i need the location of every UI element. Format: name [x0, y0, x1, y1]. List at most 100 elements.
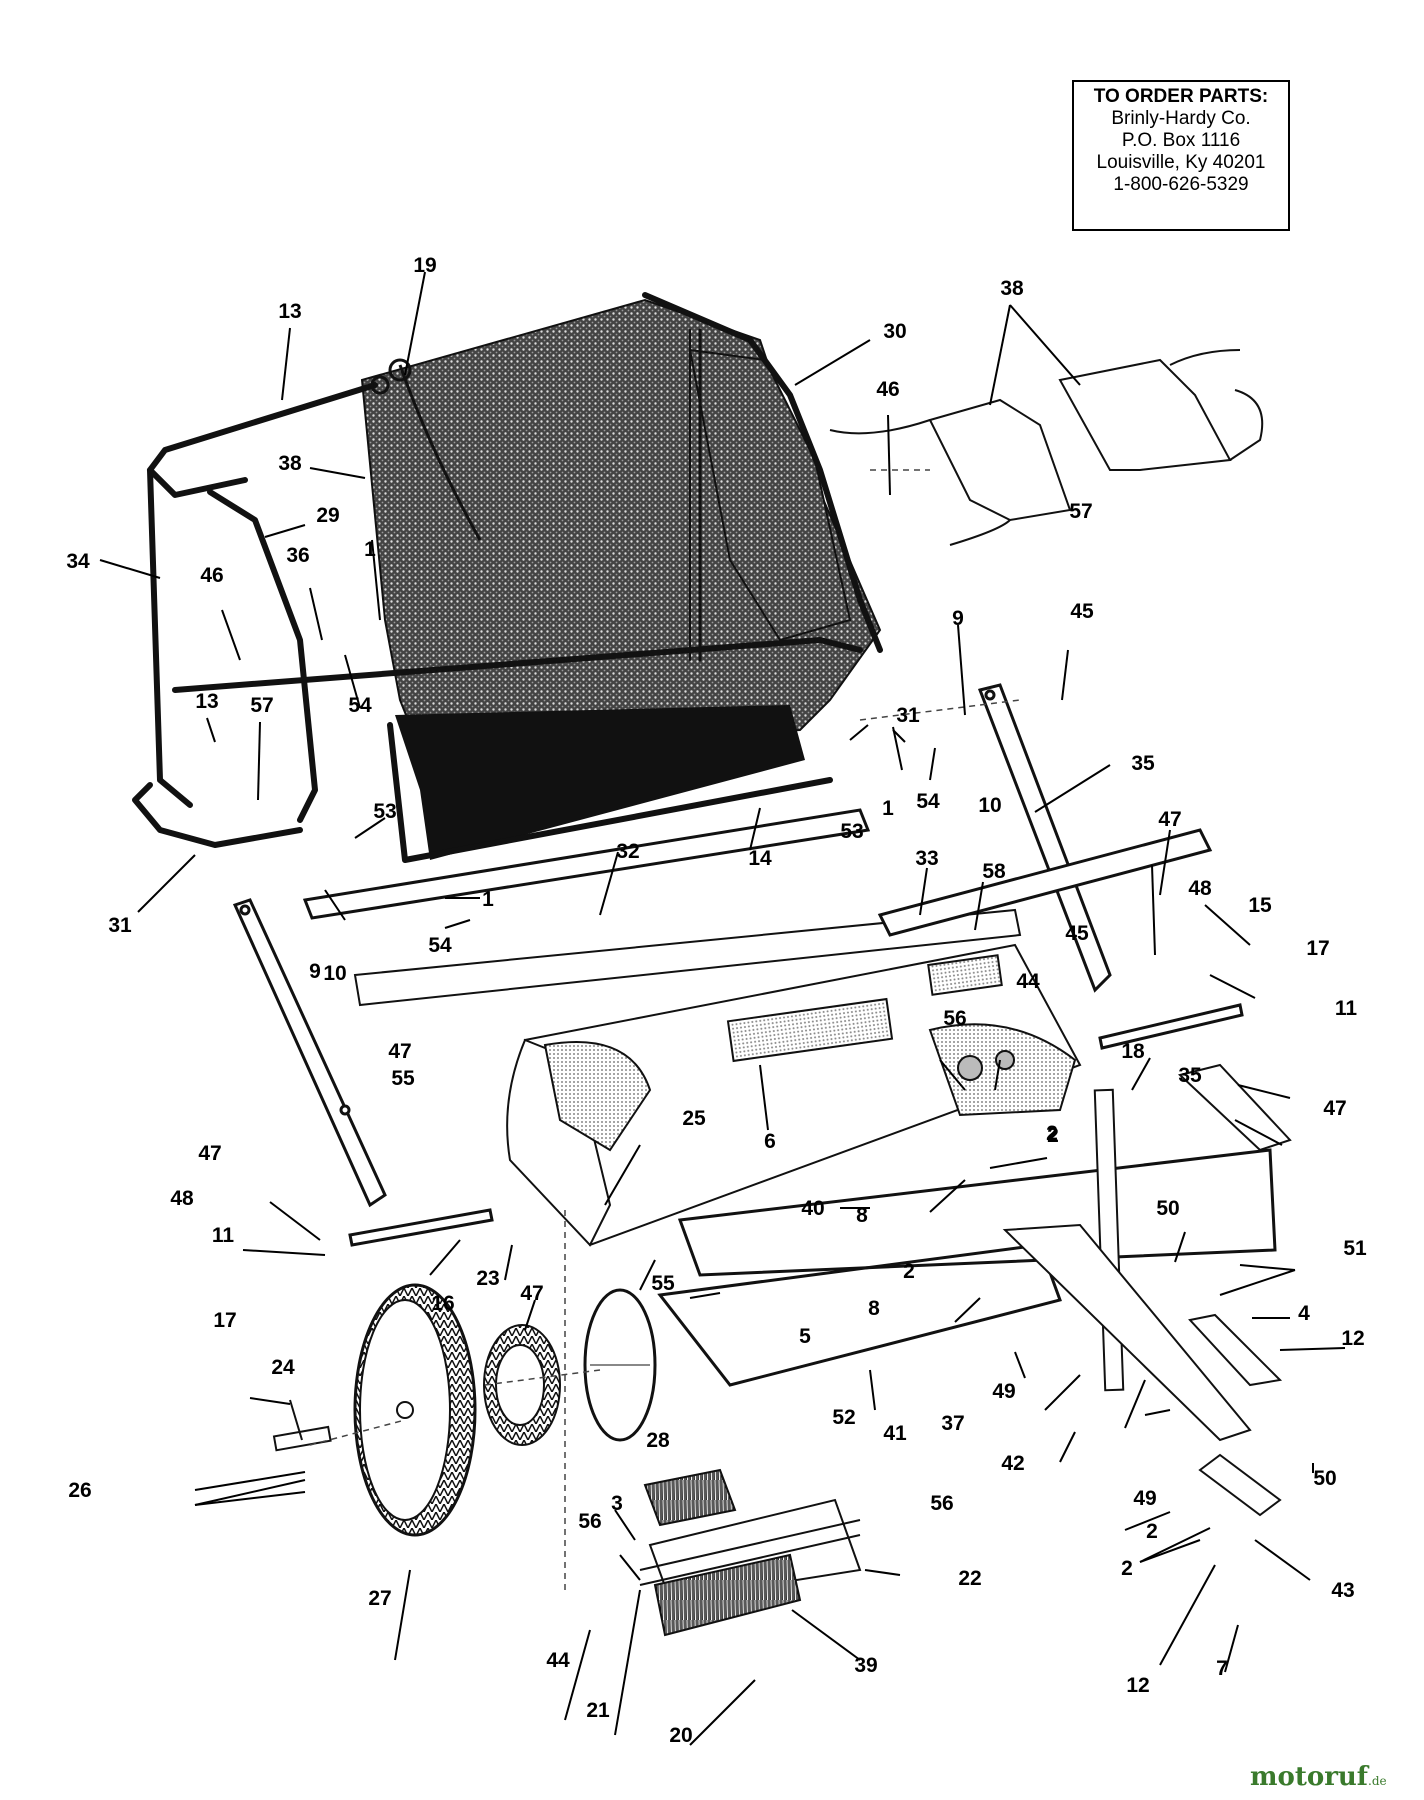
part-label-30: 30 — [883, 320, 906, 343]
part-label-16: 16 — [431, 1292, 454, 1315]
part-label-24: 24 — [271, 1356, 295, 1379]
part-label-40: 40 — [801, 1197, 824, 1220]
part-label-56: 56 — [930, 1492, 953, 1515]
axle-24 — [272, 1399, 332, 1452]
part-label-7: 7 — [1216, 1657, 1228, 1680]
part-label-57: 57 — [1069, 500, 1092, 523]
part-label-53: 53 — [840, 820, 863, 843]
part-label-52: 52 — [832, 1406, 855, 1429]
bag-panel-38 — [829, 349, 1264, 546]
part-label-58: 58 — [982, 860, 1006, 883]
pinion-28 — [583, 1288, 657, 1442]
part-label-19: 19 — [413, 254, 436, 277]
part-label-17: 17 — [1306, 937, 1329, 960]
part-label-50: 50 — [1156, 1197, 1179, 1220]
part-label-10: 10 — [323, 962, 346, 985]
part-label-29: 29 — [316, 504, 339, 527]
part-label-22: 22 — [958, 1567, 981, 1590]
part-label-47: 47 — [388, 1040, 411, 1063]
hopper-body — [353, 908, 1082, 1247]
part-label-47: 47 — [1323, 1097, 1346, 1120]
part-label-13: 13 — [278, 300, 301, 323]
part-label-6: 6 — [764, 1130, 776, 1153]
part-label-10: 10 — [978, 794, 1001, 817]
part-label-57: 57 — [250, 694, 273, 717]
hopper-bag — [360, 298, 882, 860]
watermark-name: motoruf — [1250, 1762, 1368, 1792]
part-label-1: 1 — [882, 797, 894, 820]
part-label-23: 23 — [476, 1267, 499, 1290]
part-label-21: 21 — [586, 1699, 610, 1722]
hitch-assembly — [1002, 1063, 1292, 1517]
part-label-32: 32 — [616, 840, 639, 863]
part-label-49: 49 — [1133, 1487, 1156, 1510]
po-box: P.O. Box 1116 — [1121, 130, 1241, 151]
dashed-assembly-lines — [309, 469, 1021, 1590]
part-label-31: 31 — [896, 704, 920, 727]
part-label-48: 48 — [170, 1187, 194, 1210]
part-label-17: 17 — [213, 1309, 236, 1332]
part-label-33: 33 — [915, 847, 938, 870]
part-label-42: 42 — [1001, 1452, 1024, 1475]
part-label-49: 49 — [992, 1380, 1015, 1403]
part-label-46: 46 — [876, 378, 899, 401]
part-label-15: 15 — [1248, 894, 1272, 917]
part-label-5: 5 — [799, 1325, 811, 1348]
part-label-11: 11 — [212, 1224, 235, 1247]
company-name: Brinly-Hardy Co. — [1111, 108, 1251, 129]
part-label-20: 20 — [669, 1724, 692, 1747]
rods-and-bars — [302, 808, 1277, 1387]
part-label-47: 47 — [198, 1142, 221, 1165]
part-label-35: 35 — [1178, 1064, 1202, 1087]
part-label-8: 8 — [856, 1204, 868, 1227]
part-label-1: 1 — [482, 888, 494, 911]
part-label-44: 44 — [1016, 970, 1040, 993]
part-label-45: 45 — [1070, 600, 1094, 623]
part-label-54: 54 — [348, 694, 372, 717]
part-label-48: 48 — [1188, 877, 1212, 900]
part-label-56: 56 — [943, 1007, 966, 1030]
city-state-zip: Louisville, Ky 40201 — [1096, 152, 1266, 173]
part-label-50: 50 — [1313, 1467, 1336, 1490]
watermark-logo: motoruf.de — [1250, 1762, 1387, 1792]
gear-23 — [483, 1324, 561, 1446]
part-label-18: 18 — [1121, 1040, 1145, 1063]
side-arm-35-right — [977, 683, 1112, 993]
order-parts-heading: TO ORDER PARTS: — [1093, 86, 1269, 107]
part-label-28: 28 — [646, 1429, 670, 1452]
part-label-41: 41 — [883, 1422, 907, 1445]
handle-frame — [132, 292, 883, 863]
part-label-8: 8 — [868, 1297, 880, 1320]
part-label-2: 2 — [1046, 1122, 1058, 1145]
part-label-47: 47 — [1158, 808, 1181, 831]
part-label-2: 2 — [903, 1260, 915, 1283]
part-label-55: 55 — [651, 1272, 675, 1295]
part-label-26: 26 — [68, 1479, 91, 1502]
part-label-38: 38 — [278, 452, 302, 475]
part-label-4: 4 — [1298, 1302, 1310, 1325]
part-label-54: 54 — [428, 934, 452, 957]
part-label-39: 39 — [854, 1654, 877, 1677]
order-parts-box: TO ORDER PARTS: Brinly-Hardy Co. P.O. Bo… — [1072, 80, 1290, 231]
part-label-13: 13 — [195, 690, 218, 713]
watermark-tld: .de — [1368, 1774, 1387, 1788]
part-label-56: 56 — [578, 1510, 601, 1533]
part-label-38: 38 — [1000, 277, 1024, 300]
part-label-46: 46 — [200, 564, 223, 587]
part-label-11: 11 — [1335, 997, 1358, 1020]
part-label-25: 25 — [682, 1107, 706, 1130]
part-label-36: 36 — [286, 544, 309, 567]
part-label-2: 2 — [1146, 1520, 1158, 1543]
phone-number: 1-800-626-5329 — [1113, 174, 1249, 195]
part-label-44: 44 — [546, 1649, 570, 1672]
part-label-34: 34 — [66, 550, 90, 573]
part-label-9: 9 — [952, 607, 964, 630]
part-label-43: 43 — [1331, 1579, 1354, 1602]
part-label-53: 53 — [373, 800, 396, 823]
brush-39 — [639, 1468, 862, 1637]
part-label-35: 35 — [1131, 752, 1155, 775]
part-label-45: 45 — [1065, 922, 1089, 945]
part-label-31: 31 — [108, 914, 132, 937]
part-label-12: 12 — [1126, 1674, 1149, 1697]
